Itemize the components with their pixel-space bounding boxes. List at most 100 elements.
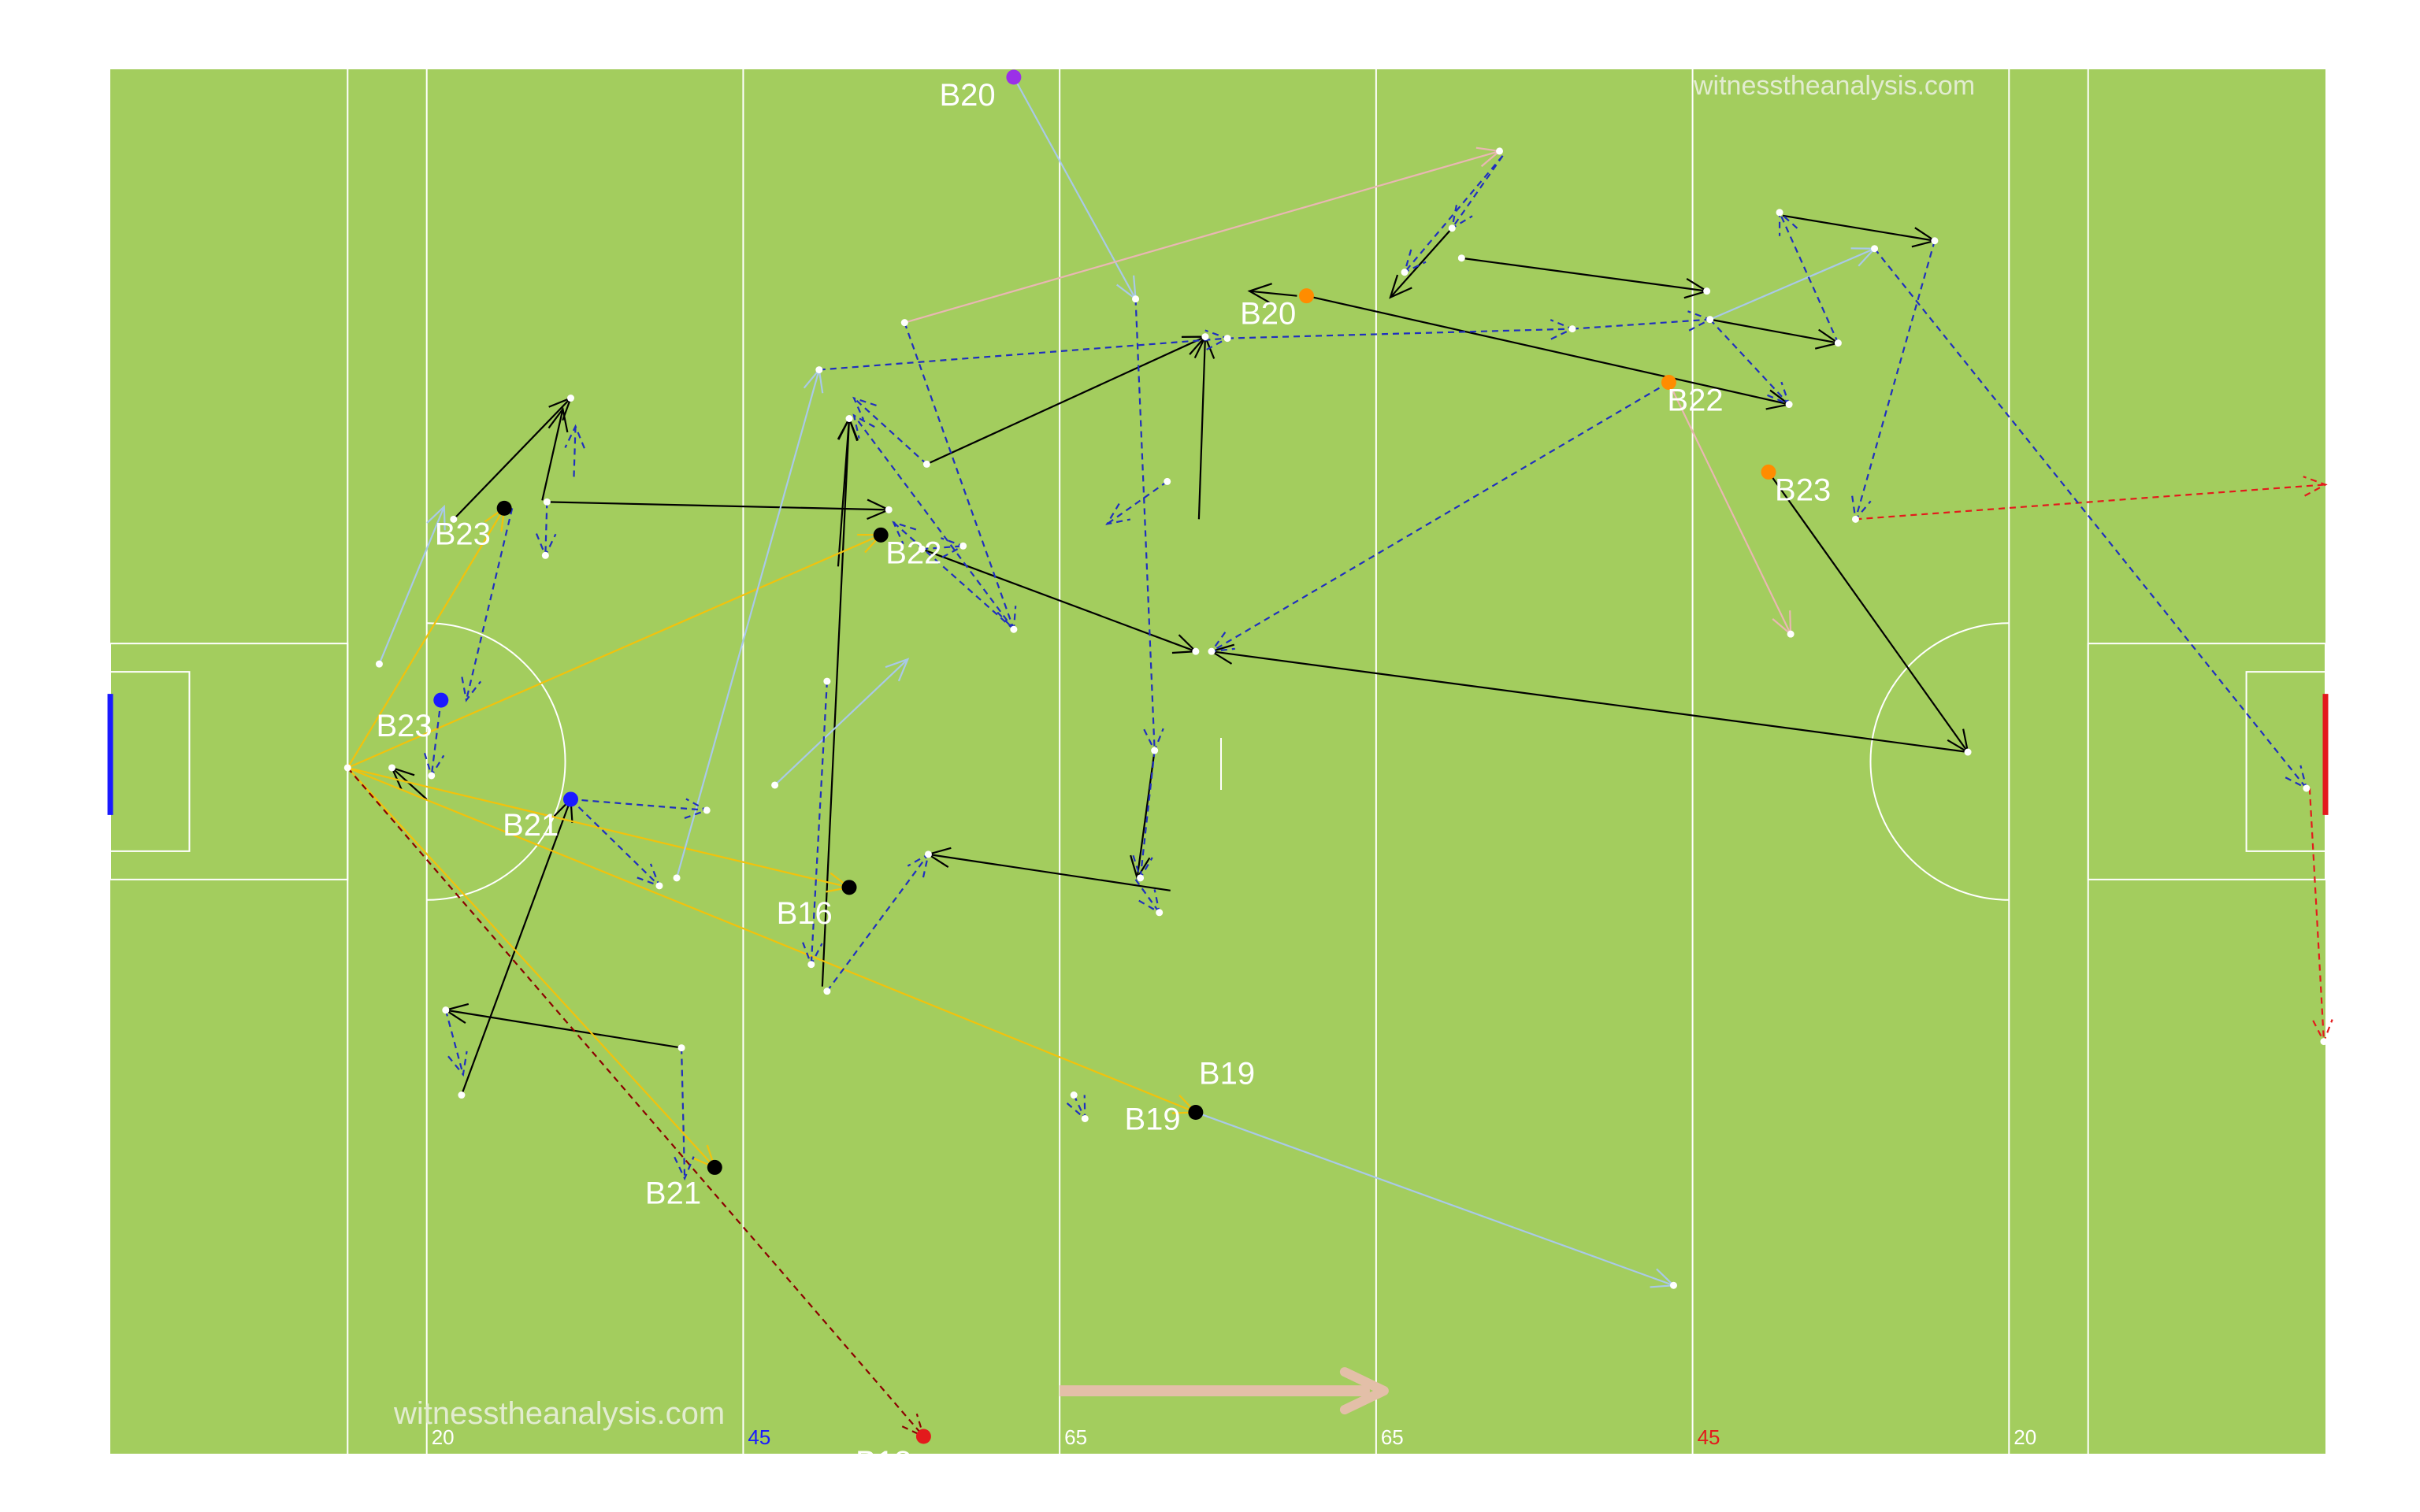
event-node bbox=[922, 460, 930, 468]
yard-line-label: 20 bbox=[2014, 1425, 2036, 1449]
event-node bbox=[458, 1091, 466, 1099]
arrow-shaft bbox=[347, 766, 1197, 1114]
attack-direction-arrow bbox=[1060, 1367, 1389, 1415]
event-node bbox=[1137, 874, 1145, 882]
arrow-shaft bbox=[570, 798, 707, 812]
event-node bbox=[655, 882, 663, 890]
event-node bbox=[703, 806, 711, 814]
arrow-shaft bbox=[1572, 318, 1710, 330]
arrow-shaft bbox=[818, 337, 1228, 371]
event-node bbox=[1776, 209, 1783, 217]
arrow-shaft bbox=[810, 681, 828, 965]
arrow-head bbox=[2303, 476, 2328, 497]
event-node bbox=[1496, 147, 1504, 155]
player-marker: B23 bbox=[376, 692, 449, 743]
event-node bbox=[1787, 630, 1795, 638]
event-node bbox=[1132, 295, 1140, 303]
player-dot bbox=[1298, 288, 1314, 304]
event-node bbox=[1201, 333, 1209, 341]
player-dot bbox=[433, 692, 449, 708]
event-node bbox=[959, 542, 967, 550]
player-label: B23 bbox=[1775, 472, 1831, 507]
event-node bbox=[1703, 287, 1711, 295]
event-node bbox=[428, 772, 436, 780]
arrow-shaft bbox=[1404, 155, 1504, 273]
event-node bbox=[1964, 748, 1972, 756]
event-node bbox=[900, 319, 908, 327]
player-dot bbox=[707, 1159, 722, 1175]
player-dot bbox=[1006, 69, 1022, 85]
arrow-head bbox=[892, 521, 917, 545]
arrow-head bbox=[852, 396, 877, 421]
arrow-shaft bbox=[1709, 318, 1790, 406]
arrow-shaft bbox=[1073, 1095, 1086, 1119]
player-marker: B23 bbox=[1761, 464, 1831, 507]
arrow-head bbox=[1105, 502, 1131, 525]
arrow-shaft bbox=[391, 767, 428, 800]
arrow-head bbox=[674, 1156, 695, 1181]
player-label: B18 bbox=[856, 1445, 911, 1480]
event-node bbox=[823, 988, 831, 995]
arrow-shaft bbox=[853, 397, 928, 465]
event-node bbox=[1568, 325, 1576, 333]
event-arrow bbox=[444, 1010, 468, 1077]
arrow-head bbox=[461, 676, 482, 702]
arrow-shaft bbox=[347, 507, 506, 769]
arrow-shaft bbox=[541, 409, 564, 501]
player-dot bbox=[1661, 375, 1676, 391]
event-node bbox=[823, 677, 831, 685]
direction-head bbox=[1339, 1367, 1389, 1415]
event-node bbox=[1785, 401, 1793, 409]
event-node bbox=[1010, 625, 1018, 633]
player-label: B23 bbox=[435, 517, 491, 551]
player-label: B19 bbox=[1124, 1102, 1180, 1136]
event-node bbox=[1931, 237, 1939, 245]
watermark-bottom: witnesstheanalysis.com bbox=[393, 1396, 725, 1431]
arrow-shaft bbox=[904, 150, 1500, 324]
event-node bbox=[450, 515, 458, 523]
player-label: B21 bbox=[503, 808, 559, 843]
event-node bbox=[2320, 1038, 2328, 1046]
event-arrow bbox=[564, 424, 585, 477]
event-node bbox=[2303, 784, 2311, 792]
event-node bbox=[1401, 269, 1409, 276]
player-marker: B19 bbox=[1188, 1057, 1255, 1120]
event-arrow bbox=[1105, 480, 1168, 525]
event-arrow bbox=[378, 504, 446, 665]
event-node bbox=[1871, 245, 1879, 253]
arrow-shaft bbox=[1854, 240, 1936, 520]
event-node bbox=[1457, 254, 1465, 262]
arrow-shaft bbox=[430, 699, 442, 776]
arrow-shaft bbox=[1197, 336, 1207, 520]
arrow-head bbox=[426, 504, 446, 531]
pitch-surface bbox=[110, 69, 2325, 1454]
player-marker: B22 bbox=[873, 527, 941, 570]
event-node bbox=[1669, 1281, 1677, 1289]
event-node bbox=[541, 551, 549, 559]
arrow-shaft bbox=[1211, 381, 1670, 653]
event-node bbox=[1192, 647, 1200, 655]
arrow-shaft bbox=[1709, 318, 1839, 344]
arrow-shaft bbox=[453, 397, 572, 521]
arrow-shaft bbox=[1306, 295, 1790, 406]
event-node bbox=[677, 1044, 685, 1052]
arrow-shaft bbox=[676, 369, 820, 879]
arrow-head bbox=[1389, 274, 1412, 299]
event-node bbox=[1164, 477, 1171, 485]
arrow-shaft bbox=[460, 799, 572, 1095]
arrow-shaft bbox=[853, 414, 1015, 630]
event-node bbox=[1070, 1091, 1078, 1099]
arrow-head bbox=[564, 424, 585, 449]
player-dot bbox=[915, 1429, 931, 1444]
player-marker: B23 bbox=[435, 500, 512, 551]
event-node bbox=[1834, 339, 1842, 347]
arrow-shaft bbox=[573, 426, 577, 477]
event-node bbox=[1156, 909, 1164, 917]
yard-line-label: 20 bbox=[432, 1425, 455, 1449]
arrow-shaft bbox=[2308, 788, 2325, 1042]
player-dot bbox=[873, 527, 889, 543]
yard-line-label: 65 bbox=[1381, 1425, 1404, 1449]
arrow-shaft bbox=[347, 767, 925, 1437]
